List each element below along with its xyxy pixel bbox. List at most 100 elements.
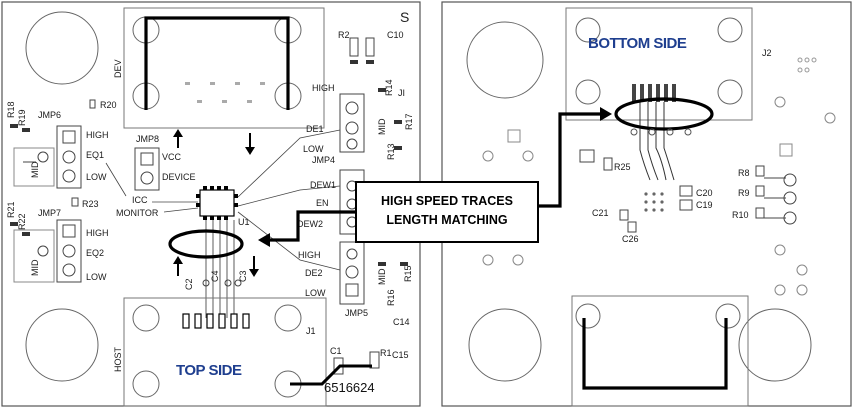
part-number: 6516624 <box>324 380 375 395</box>
jmp5-label: JMP5 <box>345 308 368 318</box>
capacitor-c19 <box>679 199 693 211</box>
r25-label: R25 <box>614 162 631 172</box>
callout-line-1: HIGH SPEED TRACES <box>381 194 513 208</box>
callout-box: HIGH SPEED TRACES LENGTH MATCHING <box>355 181 539 243</box>
dev-label: DEV <box>113 59 123 78</box>
mounting-hole <box>25 308 99 382</box>
bottom-connector-outline <box>571 295 749 407</box>
bottom-panel-border <box>441 1 852 407</box>
c2-label: C2 <box>184 278 194 290</box>
eq2-label: EQ2 <box>86 248 104 258</box>
mounting-hole <box>466 21 544 99</box>
jmp7-high: HIGH <box>86 228 109 238</box>
jumper-jmp7: JMP7 HIGH EQ2 LOW MID <box>13 208 109 283</box>
resistor-r25 <box>603 157 613 171</box>
jumper-jmp5: HIGH DE2 LOW JMP5 MID <box>298 241 387 318</box>
jmp5-low: LOW <box>305 288 326 298</box>
capacitor-c10 <box>365 37 375 57</box>
de1-label: DE1 <box>306 124 324 134</box>
eq1-label: EQ1 <box>86 150 104 160</box>
jmp6-high: HIGH <box>86 130 109 140</box>
jmp6-mid: MID <box>30 161 40 178</box>
dew1-label: DEW1 <box>310 180 336 190</box>
c15-label: C15 <box>392 350 409 360</box>
r8-label: R8 <box>738 168 750 178</box>
c10-label: C10 <box>387 30 404 40</box>
r15-label: R15 <box>403 265 413 282</box>
r19-label: R19 <box>17 109 27 126</box>
trace-c1 <box>290 364 372 386</box>
r23-label: R23 <box>82 199 99 209</box>
mounting-hole <box>25 11 99 85</box>
jmp4-low: LOW <box>303 144 324 154</box>
r2-label: R2 <box>338 30 350 40</box>
r14-label: R14 <box>384 79 394 96</box>
top-side-title: TOP SIDE <box>176 362 242 379</box>
c1-label: C1 <box>330 346 342 356</box>
jmp6-low: LOW <box>86 172 107 182</box>
c26-label: C26 <box>622 234 639 244</box>
callout-line-2: LENGTH MATCHING <box>386 213 507 227</box>
ic-u1: U1 <box>196 186 250 227</box>
dev-connector: DEV <box>113 7 325 129</box>
r16-label: R16 <box>386 289 396 306</box>
j2-label: J2 <box>762 48 772 58</box>
c3-label: C3 <box>238 270 248 282</box>
c21-label: C21 <box>592 208 609 218</box>
host-connector: HOST J1 TOP SIDE <box>113 297 327 407</box>
callout-arrow-top <box>270 210 356 242</box>
vcc-label: VCC <box>162 152 182 162</box>
host-label: HOST <box>113 346 123 372</box>
ji-label: JI <box>398 88 405 98</box>
icc-label: ICC <box>132 195 148 205</box>
jmp6-label: JMP6 <box>38 110 61 120</box>
c19-label: C19 <box>696 200 713 210</box>
jumper-jmp4: HIGH DE1 LOW JMP4 MID <box>303 83 387 165</box>
c20-label: C20 <box>696 188 713 198</box>
jmp7-label: JMP7 <box>38 208 61 218</box>
hs-traces-bottom <box>639 102 675 181</box>
jmp5-high: HIGH <box>298 250 321 260</box>
partial-letter: S <box>400 9 409 25</box>
c4-label: C4 <box>210 270 220 282</box>
r21-label: R21 <box>6 201 16 218</box>
mounting-hole <box>738 308 812 382</box>
bottom-side-title: BOTTOM SIDE <box>588 35 687 52</box>
misc-vias <box>482 96 836 296</box>
jmp4-mid: MID <box>377 118 387 135</box>
r9-label: R9 <box>738 188 750 198</box>
r18-label: R18 <box>6 101 16 118</box>
bottom-side-panel: BOTTOM SIDE J2 R25 <box>441 1 852 407</box>
resistor-r1 <box>369 351 380 369</box>
u1-label: U1 <box>238 217 250 227</box>
r10-label: R10 <box>732 210 749 220</box>
capacitor-c21 <box>619 209 629 221</box>
de2-label: DE2 <box>305 268 323 278</box>
jmp7-mid: MID <box>30 259 40 276</box>
top-side-panel: DEV S R2 C10 JMP6 HIGH EQ1 LOW MID R18 R… <box>1 1 421 407</box>
j2-connector: BOTTOM SIDE J2 <box>565 7 817 121</box>
jmp4-label: JMP4 <box>312 155 335 165</box>
jmp7-low: LOW <box>86 272 107 282</box>
r13-label: R13 <box>386 143 396 160</box>
c14-label: C14 <box>393 317 410 327</box>
r20-label: R20 <box>100 100 117 110</box>
dew2-label: DEW2 <box>297 219 323 229</box>
jmp5-mid: MID <box>377 268 387 285</box>
r22-label: R22 <box>17 213 27 230</box>
capacitor-c26 <box>627 221 637 233</box>
device-label: DEVICE <box>162 172 196 182</box>
en-label: EN <box>316 198 329 208</box>
hs-trace-highlight-bottom <box>614 97 714 131</box>
callout-arrow-bottom <box>538 112 600 208</box>
hs-trace-highlight-top <box>168 229 244 259</box>
bottom-shield-trace <box>582 318 728 390</box>
jumper-jmp8: JMP8 VCC DEVICE <box>134 134 196 191</box>
r1-label: R1 <box>380 348 392 358</box>
monitor-label: MONITOR <box>116 208 159 218</box>
jmp8-label: JMP8 <box>136 134 159 144</box>
r17-label: R17 <box>404 113 414 130</box>
mounting-hole <box>468 308 542 382</box>
